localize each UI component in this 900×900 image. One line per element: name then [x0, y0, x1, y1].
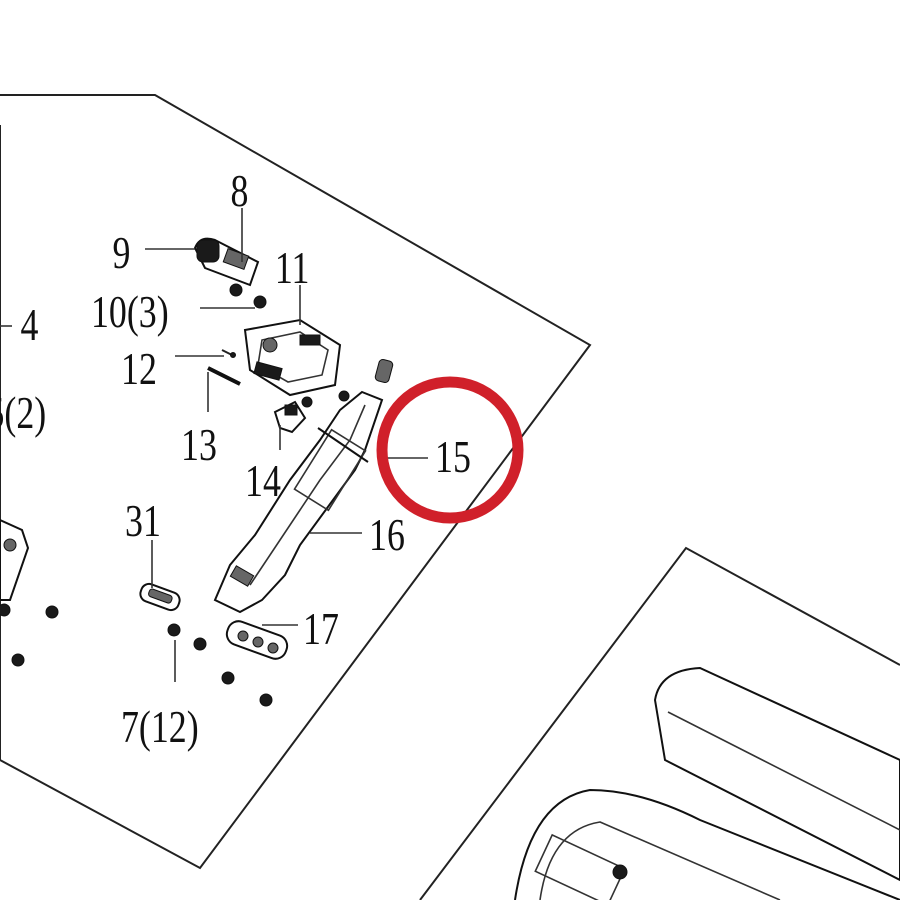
- callout-4: 4: [21, 299, 39, 350]
- spring-part: [338, 358, 394, 402]
- main-panel-outline: [0, 94, 592, 870]
- callout-16: 16: [369, 509, 405, 560]
- part-14-connector: [273, 396, 313, 434]
- left-bracket-fragment: [0, 518, 30, 601]
- callout-8: 8: [231, 165, 249, 216]
- part-16-lever-arm: [213, 390, 384, 614]
- secondary-panel: [419, 546, 900, 900]
- highlight-circle: [376, 376, 524, 524]
- callout-11: 11: [275, 242, 310, 293]
- callout-15: 15: [435, 431, 471, 482]
- part-17-slotted-plate: [225, 620, 289, 660]
- callout-14: 14: [245, 455, 281, 506]
- callout-10: 10(3): [91, 286, 169, 338]
- callout-31: 31: [125, 495, 161, 546]
- callout-5: 5(2): [0, 387, 46, 439]
- part-31-plate: [139, 582, 181, 612]
- callout-17: 17: [303, 603, 339, 654]
- part-13-rod: [207, 366, 241, 386]
- part-12-pin: [221, 349, 236, 358]
- callout-9: 9: [113, 227, 131, 278]
- leader-lines: [0, 208, 428, 682]
- part-7-screws: [0, 603, 273, 707]
- callout-13: 13: [181, 419, 217, 470]
- part-11-bracket: [243, 318, 342, 397]
- part-10-bearings: [229, 283, 267, 309]
- callout-12: 12: [121, 343, 157, 394]
- part-9-knob: [193, 237, 260, 287]
- callout-7: 7(12): [121, 701, 199, 753]
